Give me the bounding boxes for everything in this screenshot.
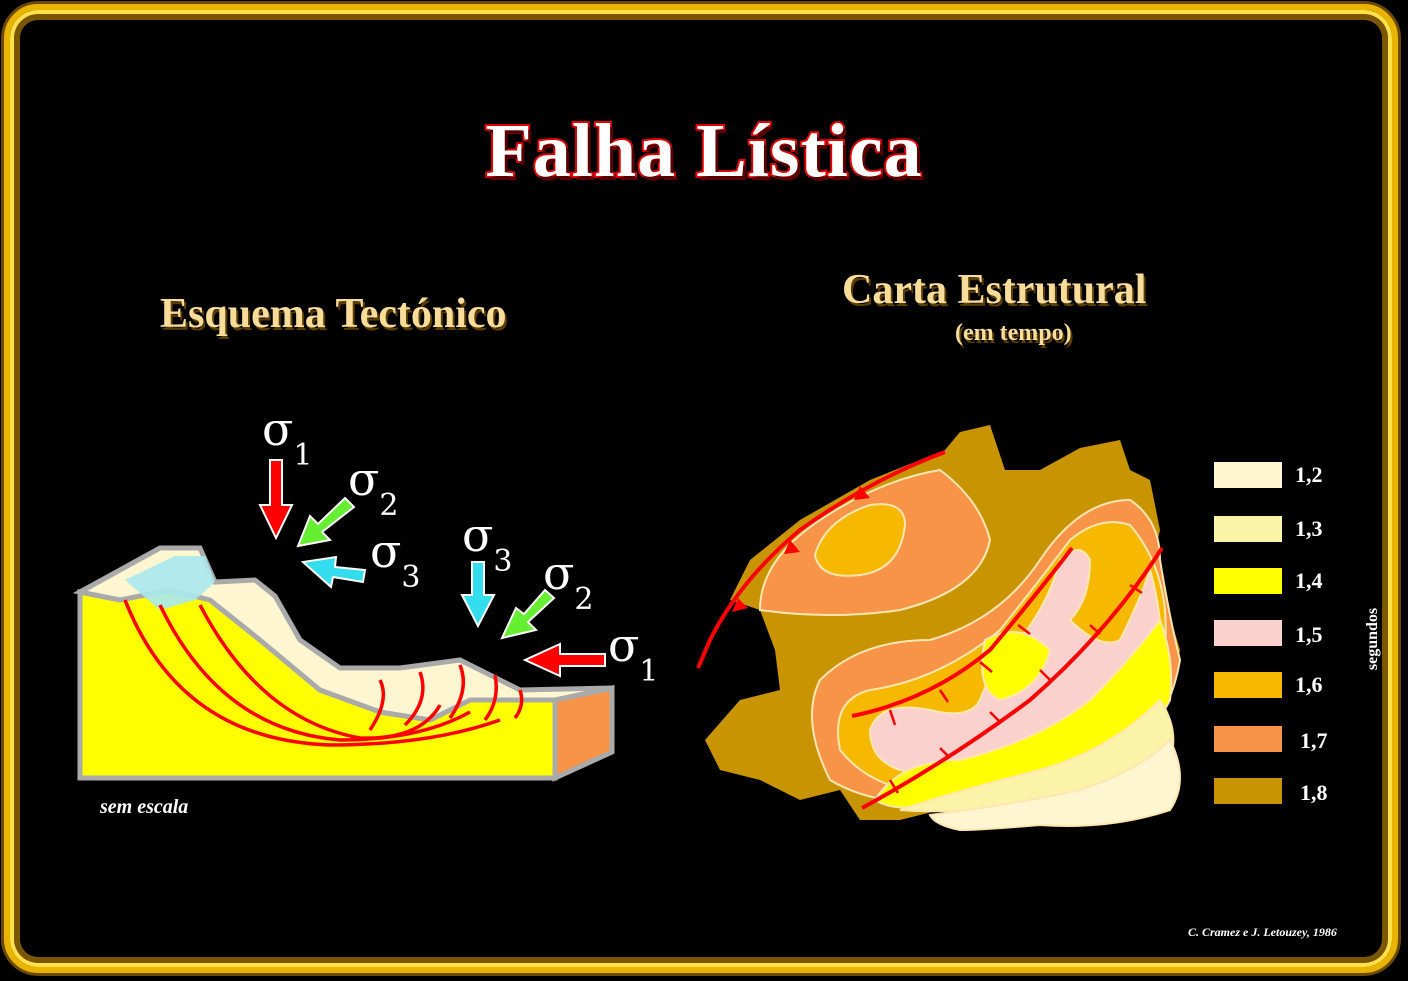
legend-label-1-8: 1,8 [1300,780,1328,805]
sigma2-right-label: σ2 [543,546,594,618]
listric-faults [123,599,524,747]
legend-label-1-5: 1,5 [1295,622,1323,647]
sigma1-right-arrow [522,642,606,678]
tectonic-scheme-heading: Esquema Tectónico [160,291,507,337]
sigma1-top-arrow [258,459,294,541]
credit-line: C. Cramez e J. Letouzey, 1986 [1188,925,1337,939]
legend-label-1-3: 1,3 [1295,516,1323,541]
legend-label-1-4: 1,4 [1295,568,1323,593]
sigma1-right-label: σ1 [608,618,659,690]
sigma2-top-label: σ2 [348,452,399,524]
sigma1-top-label: σ1 [262,402,313,474]
legend-axis-label: segundos [1364,607,1382,671]
legend-label-1-2: 1,2 [1295,462,1323,487]
block-blue-band [125,556,215,610]
legend-swatch-1-6 [1214,672,1282,698]
legend-label-1-6: 1,6 [1295,672,1323,697]
sigma3-top-label: σ3 [370,524,421,596]
legend-swatch-1-8 [1214,778,1282,804]
legend-swatch-1-7 [1214,726,1282,752]
slide-title: Falha Lística [483,107,923,195]
map-thrust-teeth [732,486,870,612]
structural-map-subheading: (em tempo) [955,320,1072,346]
scale-note: sem escala [100,796,189,818]
map-band-1-2 [928,738,1181,832]
sigma3-top-arrow [300,555,367,589]
structural-map-heading: Carta Estrutural [842,267,1147,313]
sigma3-right-label: σ3 [462,508,513,580]
legend-label-1-7: 1,7 [1300,728,1328,753]
legend-swatch-1-3 [1214,516,1282,542]
map-fault-ticks [888,583,1143,794]
sigma3-right-arrow [460,561,496,629]
sigma2-right-arrow [500,588,556,640]
legend-swatch-1-2 [1214,462,1282,488]
legend-swatch-1-4 [1214,568,1282,594]
map-faults [696,450,1164,810]
legend-swatch-1-5 [1214,620,1282,646]
sigma2-top-arrow [296,496,356,548]
block-top-surface [72,545,613,723]
